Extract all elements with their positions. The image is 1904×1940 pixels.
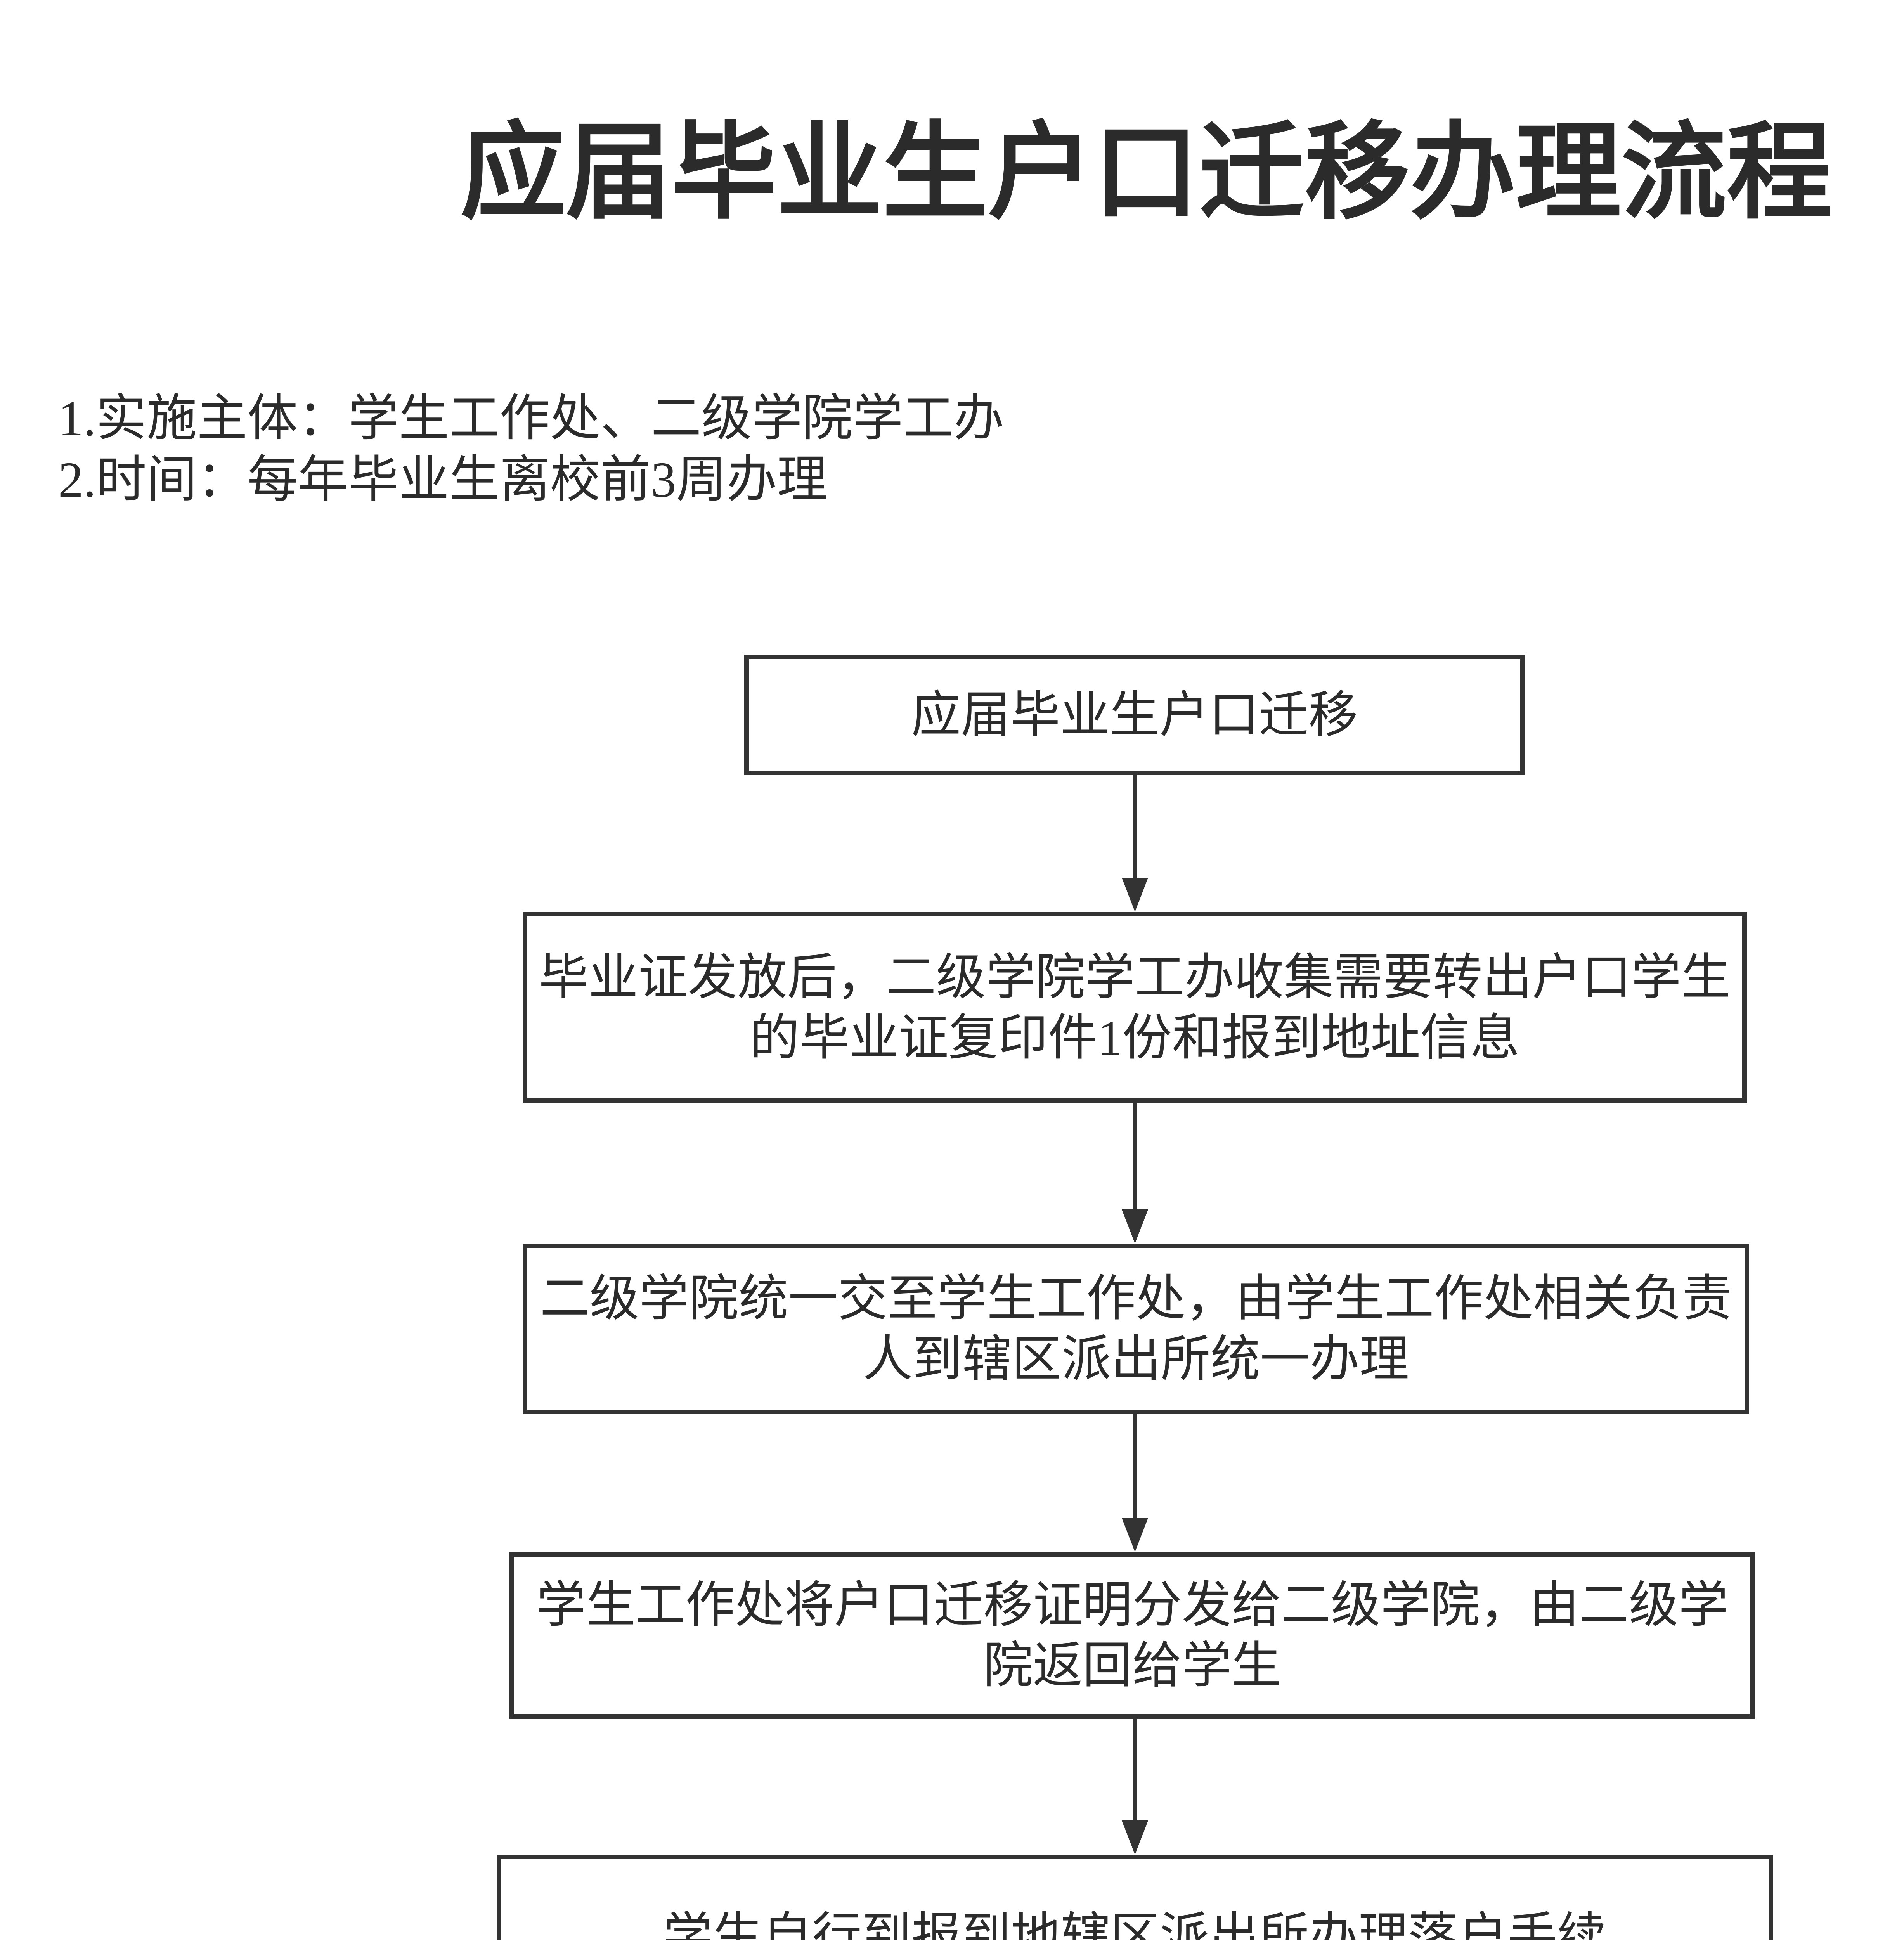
flow-step-4-label: 学生工作处将户口迁移证明分发给二级学院，由二级学 院返回给学生 — [536, 1578, 1728, 1693]
arrow-down-3-icon — [1122, 1414, 1148, 1552]
note-implementer: 1.实施主体：学生工作处、二级学院学工办 — [58, 391, 1004, 447]
arrow-head — [1122, 1820, 1148, 1855]
flow-step-3: 二级学院统一交至学生工作处，由学生工作处相关负责 人到辖区派出所统一办理 — [523, 1244, 1749, 1414]
notes-block: 1.实施主体：学生工作处、二级学院学工办 2.时间：每年毕业生离校前3周办理 — [58, 388, 1004, 511]
flow-step-2: 毕业证发放后，二级学院学工办收集需要转出户口学生 的毕业证复印件1份和报到地址信… — [523, 912, 1747, 1103]
flow-step-3-label: 二级学院统一交至学生工作处，由学生工作处相关负责 人到辖区派出所统一办理 — [540, 1271, 1732, 1387]
flow-step-1-start: 应届毕业生户口迁移 — [744, 655, 1525, 775]
flow-step-4: 学生工作处将户口迁移证明分发给二级学院，由二级学 院返回给学生 — [509, 1552, 1755, 1719]
arrow-shaft — [1133, 1719, 1137, 1820]
arrow-down-4-icon — [1122, 1719, 1148, 1855]
arrow-down-2-icon — [1122, 1103, 1148, 1244]
arrow-head — [1122, 1209, 1148, 1244]
page-title: 应届毕业生户口迁移办理流程 — [460, 115, 1832, 232]
arrow-down-1-icon — [1122, 775, 1148, 912]
flow-step-2-label: 毕业证发放后，二级学院学工办收集需要转出户口学生 的毕业证复印件1份和报到地址信… — [539, 949, 1731, 1065]
flow-step-5-label: 学生自行到报到地辖区派出所办理落户手续 — [663, 1909, 1607, 1940]
flow-step-1-label: 应届毕业生户口迁移 — [911, 687, 1358, 743]
arrow-shaft — [1133, 1103, 1137, 1209]
arrow-head — [1122, 1518, 1148, 1552]
arrow-head — [1122, 878, 1148, 912]
flow-step-5-end: 学生自行到报到地辖区派出所办理落户手续 — [497, 1855, 1773, 1940]
arrow-shaft — [1133, 775, 1137, 878]
note-schedule: 2.时间：每年毕业生离校前3周办理 — [58, 452, 828, 508]
arrow-shaft — [1133, 1414, 1137, 1518]
